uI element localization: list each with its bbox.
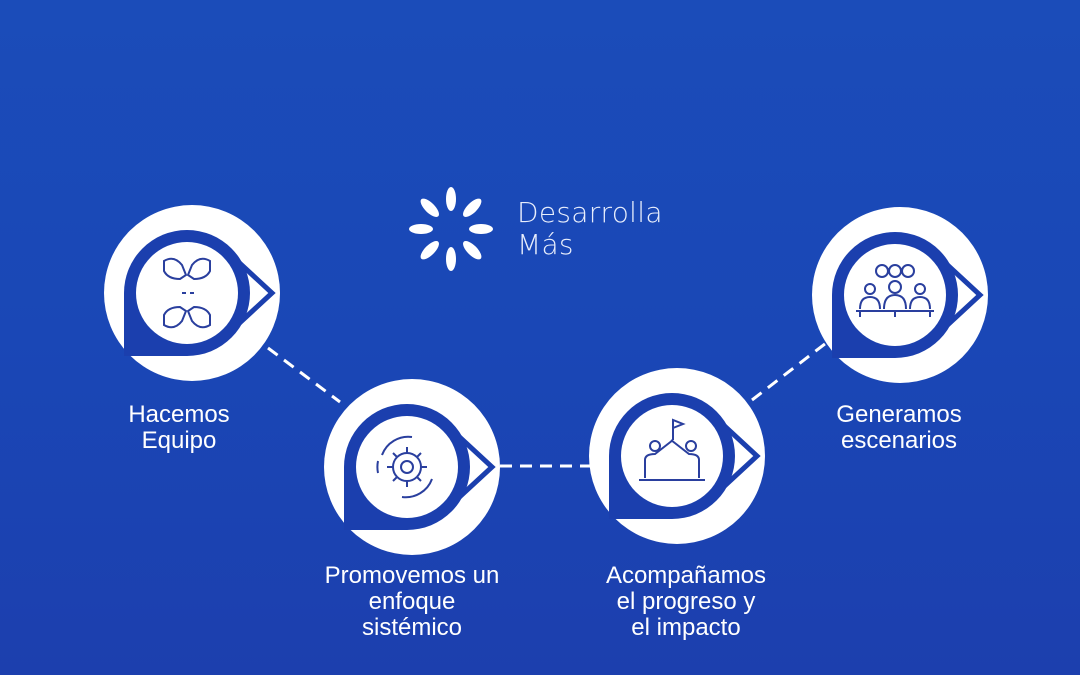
step-2-label: Promovemos un enfoque sistémico — [292, 563, 532, 641]
label-line: Generamos — [836, 401, 962, 428]
label-line: Equipo — [141, 427, 217, 454]
label-line: enfoque — [368, 588, 456, 615]
step-4-label: Generamos escenarios — [779, 402, 1019, 454]
brand-name: Desarrolla Más — [517, 197, 663, 261]
label-line: el impacto — [631, 614, 741, 641]
step-generamos-escenarios — [810, 205, 990, 385]
label-line: Acompañamos — [605, 562, 767, 589]
label-line: Hacemos — [128, 401, 230, 428]
step-hacemos-equipo — [102, 203, 282, 383]
label-line: sistémico — [361, 614, 463, 641]
step-3-label: Acompañamos el progreso y el impacto — [566, 563, 806, 641]
burst-logo-icon — [409, 187, 493, 271]
brand-logo: Desarrolla Más — [405, 183, 663, 275]
step-1-label: Hacemos Equipo — [59, 402, 299, 454]
step-enfoque-sistemico — [322, 377, 502, 557]
team-flag-icon — [639, 418, 705, 481]
badge-1 — [102, 203, 282, 383]
group-meeting-icon — [856, 264, 934, 317]
connector-3-4 — [751, 338, 831, 402]
brand-line2: Más — [517, 228, 574, 261]
label-line: el progreso y — [616, 588, 756, 615]
badge-2 — [322, 377, 502, 557]
brand-line1: Desarrolla — [517, 196, 663, 229]
pointing-hands-icon — [163, 257, 211, 329]
connector-1-2 — [267, 346, 341, 404]
label-line: escenarios — [840, 427, 958, 454]
badge-3 — [587, 366, 767, 546]
step-acompanamos — [587, 366, 767, 546]
badge-4 — [810, 205, 990, 385]
label-line: Promovemos un — [324, 562, 500, 589]
gear-cycle-icon — [376, 435, 433, 499]
